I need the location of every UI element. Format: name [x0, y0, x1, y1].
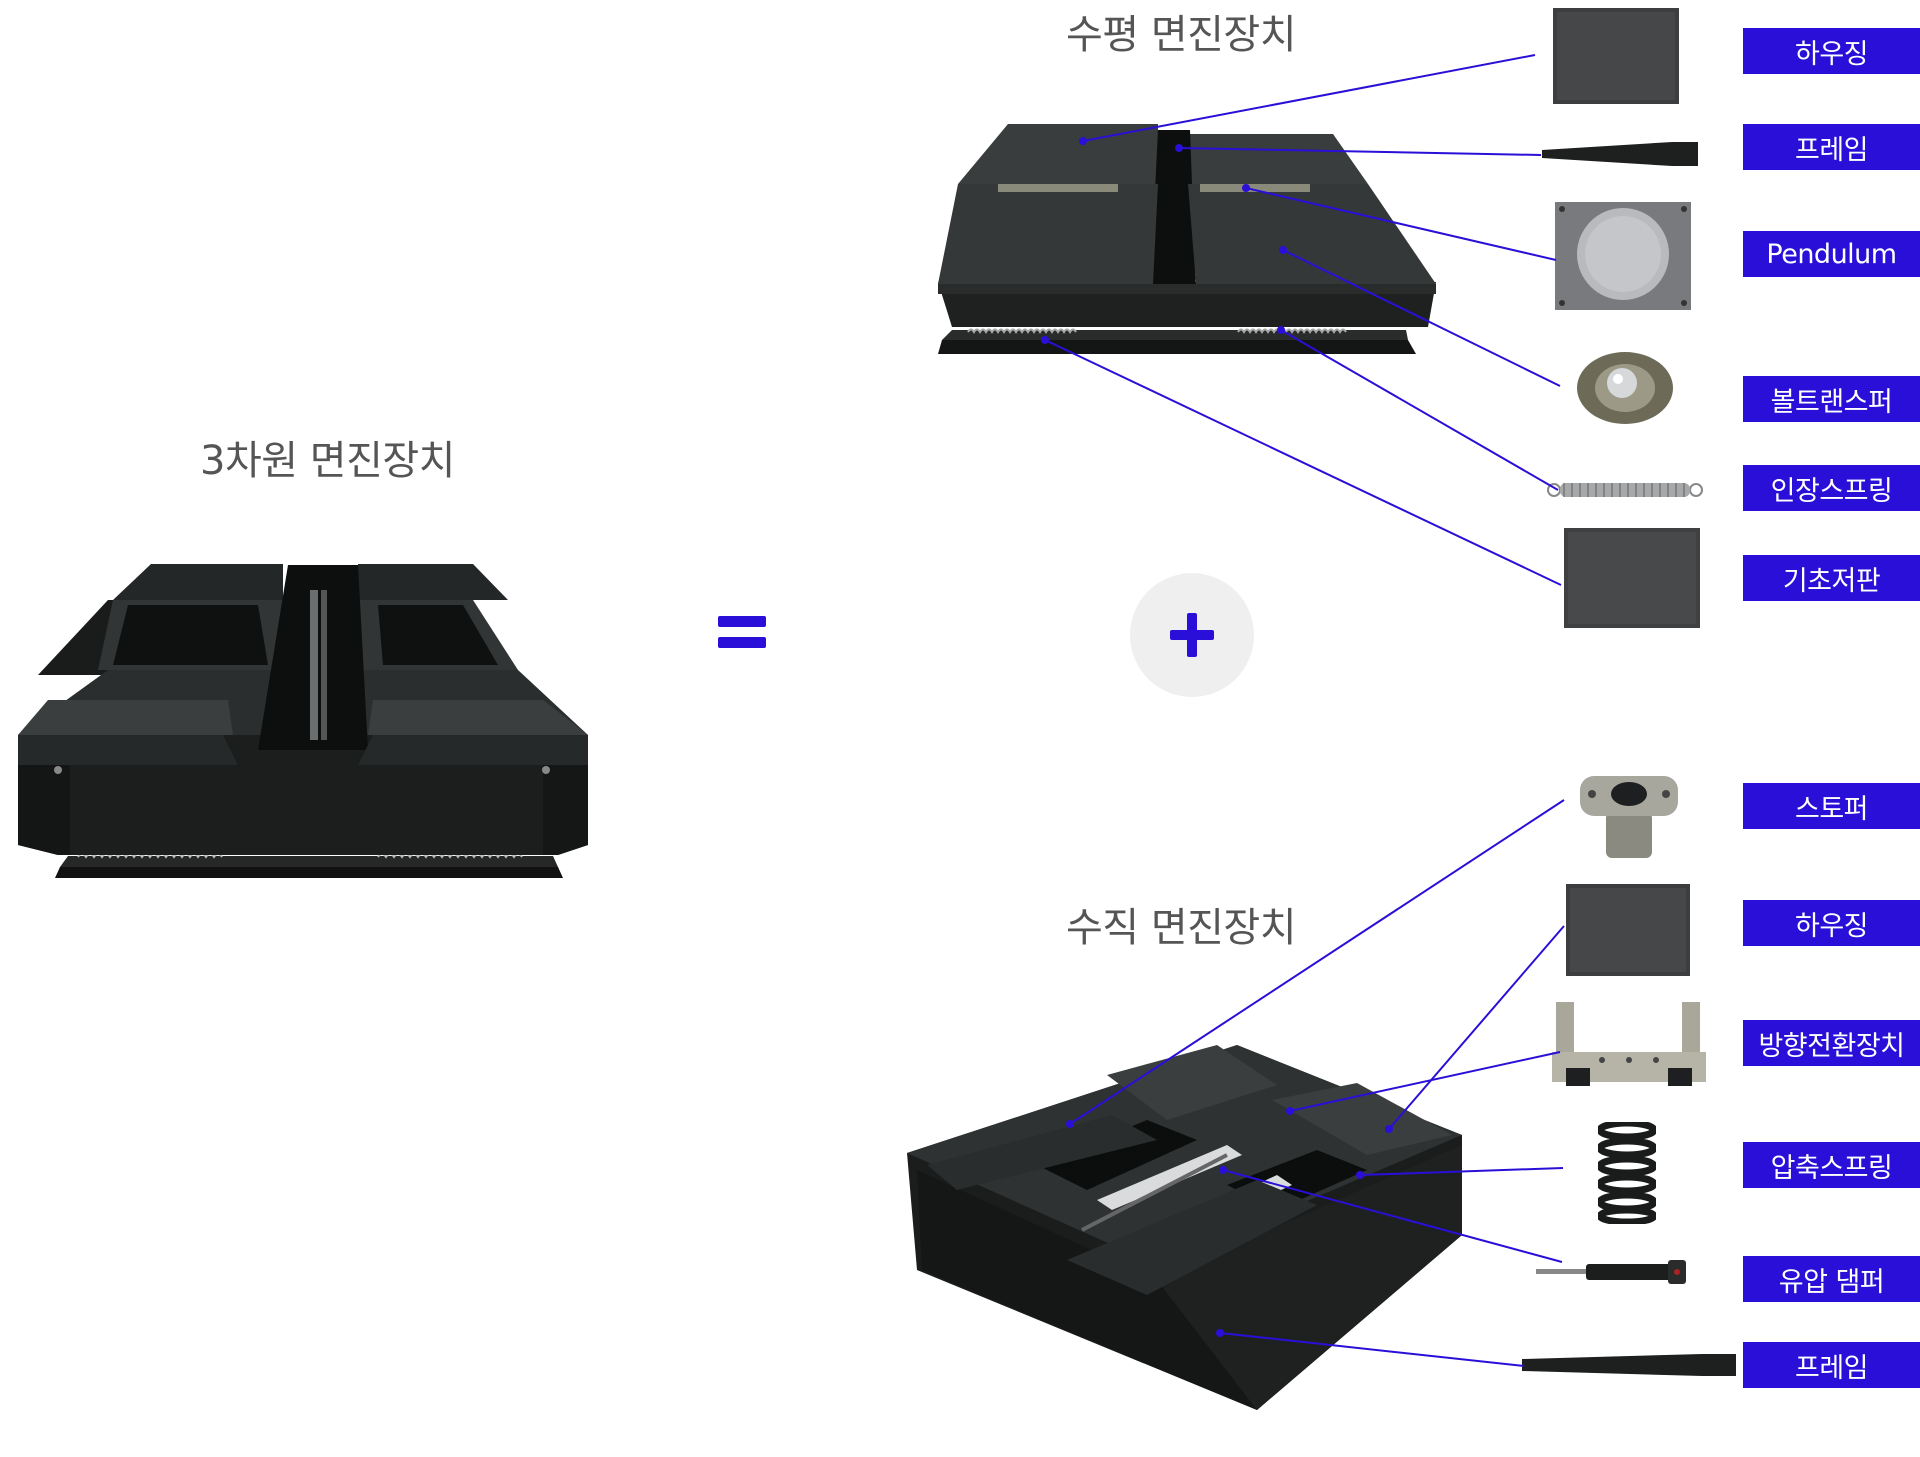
direction-converter-part-image — [1552, 1002, 1706, 1086]
frame-part-image-2 — [1522, 1354, 1736, 1376]
label-housing-2: 하우징 — [1743, 900, 1920, 946]
label-ball-transfer: 볼트랜스퍼 — [1743, 376, 1920, 422]
label-stopper: 스토퍼 — [1743, 783, 1920, 829]
main-device-title: 3차원 면진장치 — [200, 438, 455, 484]
ball-transfer-part-image — [1577, 352, 1673, 424]
3d-isolator-image — [18, 564, 588, 878]
stopper-part-image — [1580, 776, 1678, 858]
horizontal-isolator-image — [938, 124, 1436, 354]
label-pendulum: Pendulum — [1743, 231, 1920, 277]
housing-part-image — [1553, 8, 1679, 104]
label-base-plate: 기초저판 — [1743, 555, 1920, 601]
horizontal-device-title: 수평 면진장치 — [1066, 12, 1297, 58]
tension-spring-part-image — [1547, 483, 1703, 497]
label-frame-2: 프레임 — [1743, 1342, 1920, 1388]
equals-icon — [718, 610, 766, 654]
label-hydraulic-damper: 유압 댐퍼 — [1743, 1256, 1920, 1302]
label-frame: 프레임 — [1743, 124, 1920, 170]
label-compression-spring: 압축스프링 — [1743, 1142, 1920, 1188]
plus-icon — [1130, 573, 1254, 697]
base-plate-part-image — [1564, 528, 1700, 628]
label-housing: 하우징 — [1743, 28, 1920, 74]
hydraulic-damper-part-image — [1536, 1260, 1686, 1284]
housing-part-image-2 — [1566, 884, 1690, 976]
pendulum-part-image — [1555, 202, 1691, 310]
frame-part-image — [1542, 142, 1698, 166]
compression-spring-part-image — [1598, 1122, 1656, 1224]
label-direction-converter: 방향전환장치 — [1743, 1020, 1920, 1066]
vertical-device-title: 수직 면진장치 — [1066, 905, 1297, 951]
vertical-isolator-image — [907, 1045, 1462, 1410]
label-tension-spring: 인장스프링 — [1743, 465, 1920, 511]
